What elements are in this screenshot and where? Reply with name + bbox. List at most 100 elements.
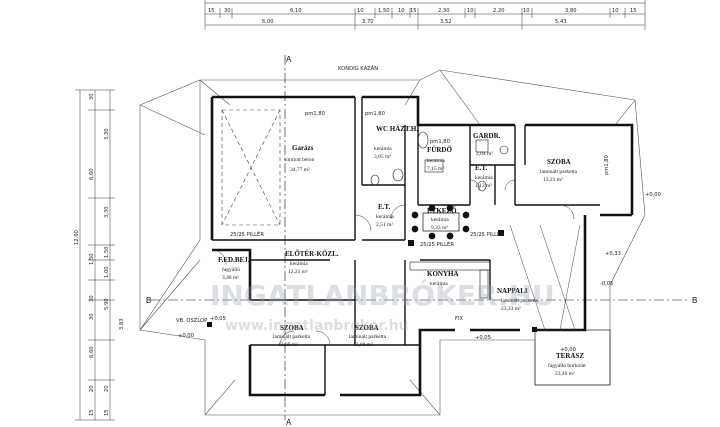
etkezo-area: 9,33 m²	[431, 225, 448, 231]
room-labels: Garázs simított beton 34,77 m² WC HÁZT.H…	[218, 125, 586, 377]
et2-floor: kerámia	[376, 214, 394, 220]
szoba3-floor: laminált parketta	[349, 334, 387, 340]
dim-top-row2-4: 5,43	[555, 19, 567, 25]
left-dimension-labels: 30 3,30 6,60 3,30 12,60 1,50 1,50 1,00 3…	[74, 93, 125, 416]
dim-left-13: 6,60	[89, 346, 95, 358]
eloter-name: ELŐTÉR-KÖZL.	[285, 250, 339, 258]
dim-left-10: 5,90	[104, 298, 110, 310]
szoba1-floor: laminált parketta	[540, 169, 578, 175]
szoba2-floor: laminált parketta	[273, 334, 311, 340]
dim-top-7: 15	[410, 8, 417, 14]
foedbej-floor: fagyálló	[222, 266, 240, 273]
level-4: +0,33	[605, 251, 621, 257]
dim-left-17: 15	[89, 409, 95, 416]
dim-left-6: 1,50	[89, 253, 95, 265]
dim-left-3: 6,60	[89, 168, 95, 180]
szoba1-area: 13,21 m²	[543, 177, 563, 183]
dim-left-4: 3,30	[104, 206, 110, 218]
watermark-line1: INGATLANBRÓKER.HU	[210, 278, 555, 312]
kitchen-counter	[409, 261, 491, 299]
konyha-name: KONYHA	[427, 270, 459, 278]
section-b-left-label: B	[146, 296, 151, 305]
foedbej-name: F.ED.BEJ.	[218, 256, 250, 264]
dim-top-row2-2: 3,70	[362, 19, 374, 25]
pillars	[207, 230, 537, 332]
pm-label: pm1,80	[305, 111, 325, 117]
et2-name: E.T.	[378, 203, 391, 211]
terasz-area: 23,40 m²	[555, 371, 575, 377]
top-dimension-labels: 15 30 6,10 10 1,50 10 15 2,30 10 2,20 10…	[208, 8, 637, 25]
nappali-floor: laminált parketta	[501, 298, 539, 304]
dim-left-8: 1,00	[104, 266, 110, 278]
dim-top-10: 2,20	[493, 8, 505, 14]
watermark-line2: www.ingatlanbroker.hu	[225, 318, 409, 334]
dim-left-15: 20	[89, 385, 95, 392]
nappali-area: 23,33 m²	[501, 306, 521, 312]
dim-top-2: 30	[224, 8, 231, 14]
interior-walls	[212, 97, 600, 395]
garage-car-outline	[221, 109, 281, 226]
fix-label: FIX	[455, 316, 464, 322]
dim-top-12: 3,80	[565, 8, 577, 14]
wc-name: WC HÁZT.H.	[376, 125, 418, 133]
section-b-right-label: B	[692, 296, 697, 305]
dim-top-14: 15	[630, 8, 637, 14]
level-3: +0,05	[210, 316, 226, 322]
dim-left-14: 20	[104, 385, 110, 392]
dim-left-2: 3,30	[104, 128, 110, 140]
wc-floor: kerámia	[374, 146, 392, 152]
bathroom-fixtures	[370, 131, 509, 192]
pm-szoba-label: pm1,80	[604, 155, 610, 175]
wc-area: 3,85 m²	[374, 154, 391, 160]
etkezo-floor: kerámia	[431, 217, 449, 223]
bath-floor: kerámia	[427, 158, 445, 164]
annotations: KONDIG KAZÁN pm1,80 pm1,80 pm1,80 pm1,80…	[176, 65, 661, 353]
nappali-name: NAPPALI	[497, 287, 528, 295]
dim-top-3: 6,10	[290, 8, 302, 14]
terrace-outline	[534, 329, 611, 386]
szoba3-area: 12,08 m²	[353, 342, 373, 348]
dim-left-16: 15	[104, 409, 110, 416]
section-markers: A A B B	[146, 55, 697, 427]
et1-area: 1,13 m²	[475, 183, 492, 189]
dining-table	[411, 204, 470, 240]
dim-top-4: 10	[357, 8, 364, 14]
gardr-area: 2,04 m²	[476, 151, 493, 157]
dim-top-13: 10	[612, 8, 619, 14]
section-lines	[150, 55, 690, 420]
eloter-floor: kerámia	[290, 261, 308, 267]
dim-left-11: 3,83	[119, 318, 125, 330]
szoba2-name: SZOBA	[280, 324, 304, 332]
dim-left-12: 30	[89, 313, 95, 320]
oszlop-label: VB. OSZLOP	[176, 318, 207, 324]
dim-top-row2-3: 3,52	[440, 19, 452, 25]
bath-name: FÜRDŐ	[427, 146, 452, 154]
terasz-name: TERASZ	[556, 352, 584, 360]
level-1: +0,00	[645, 192, 661, 198]
section-a-bottom-label: A	[286, 418, 292, 427]
etkezo-name: ÉTKEZŐ	[427, 207, 457, 215]
dim-top-8: 2,30	[438, 8, 450, 14]
kazan-label: KONDIG KAZÁN	[338, 65, 378, 72]
door-swings	[211, 179, 575, 346]
top-dimension-lines	[204, 0, 646, 30]
foedbej-area: 3,48 m²	[222, 275, 239, 281]
et1-floor: kerámia	[475, 175, 493, 181]
dim-top-9: 10	[467, 8, 474, 14]
level-5: +0,05	[475, 335, 491, 341]
level-7: -0,05	[600, 281, 613, 287]
dim-top-5: 1,50	[378, 8, 390, 14]
et1-name: E.T.	[475, 164, 488, 172]
dim-left-1: 30	[89, 93, 95, 100]
gardr-name: GARDR.	[473, 132, 501, 140]
pillar-label-1: 25/25 PILLÉR	[420, 240, 454, 248]
szoba2-area: 12,06 m²	[278, 342, 298, 348]
level-2: +0,00	[178, 333, 194, 339]
pm-wc-label: pm1,80	[365, 111, 385, 117]
dim-left-9: 30	[89, 295, 95, 302]
level-6: +0,00	[560, 347, 576, 353]
bath-area: 7,15 m²	[427, 166, 444, 172]
garage-area: 34,77 m²	[290, 167, 310, 173]
left-dimension-lines	[75, 89, 115, 421]
